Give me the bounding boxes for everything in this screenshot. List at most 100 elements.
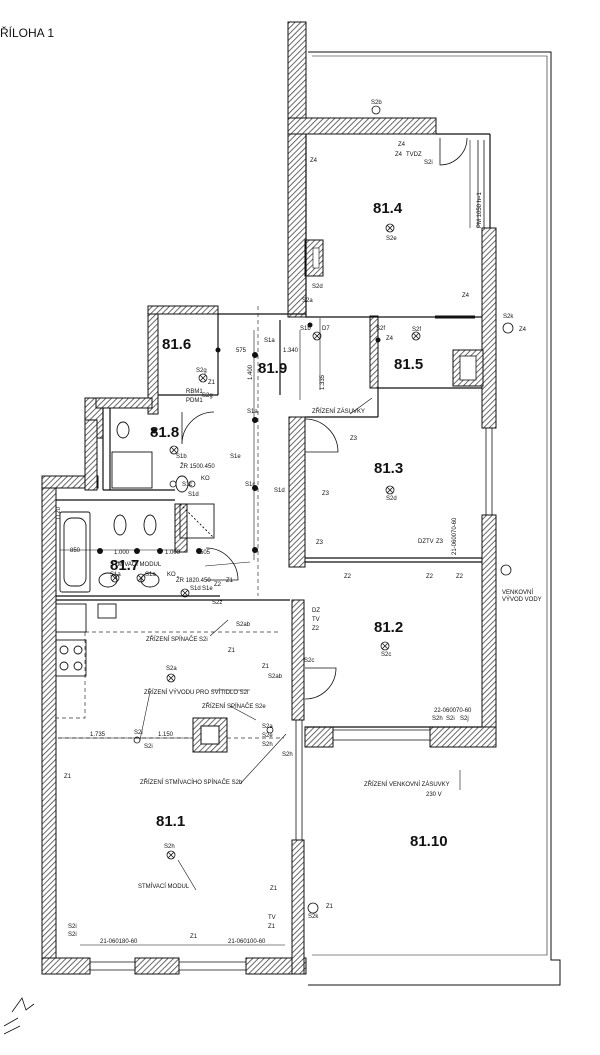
label: PDM1	[186, 398, 203, 404]
kitchen-counter	[55, 603, 117, 677]
label: Z1	[64, 774, 72, 780]
label: Z4	[310, 158, 318, 164]
label: VÝVOD VODY	[502, 596, 542, 603]
label: Z1	[268, 924, 276, 930]
room-8110: 81.10	[410, 833, 448, 850]
label: S2ab	[268, 674, 283, 680]
walls	[41, 21, 497, 975]
label: ŽR 1500.450	[180, 462, 215, 470]
label: RBM1	[186, 389, 203, 395]
label: KO	[201, 476, 210, 482]
label: S2c	[304, 658, 314, 664]
label: Z3	[316, 540, 324, 546]
label: S2k	[503, 314, 514, 320]
label: 21-060070-60	[452, 517, 458, 555]
label: S2g	[202, 393, 213, 399]
label: S2k	[308, 914, 319, 920]
label: S2b	[371, 100, 382, 106]
label: Z1	[208, 380, 216, 386]
label: 230 V	[426, 792, 442, 798]
label: 1.000	[165, 550, 181, 556]
label: KO	[167, 572, 176, 578]
room-814: 81.4	[373, 200, 403, 217]
label: DZTV	[418, 539, 434, 545]
label: S1e	[230, 454, 241, 460]
label: S2a	[166, 666, 177, 672]
room-815: 81.5	[394, 356, 423, 373]
label: S2ab	[236, 622, 251, 628]
room-811: 81.1	[156, 813, 185, 830]
label: Z2	[344, 574, 352, 580]
label: S1a	[247, 409, 258, 415]
label: Z1	[326, 904, 334, 910]
room-labels: 81.4 81.6 81.9 81.5 81.8 81.3 81.7 81.2 …	[110, 200, 448, 850]
label: S2i	[424, 160, 433, 166]
room-819: 81.9	[258, 360, 287, 377]
label: Z4	[462, 293, 470, 299]
room-812: 81.2	[374, 619, 403, 636]
label: Z2	[426, 574, 434, 580]
label: 22-060070-60	[434, 708, 472, 714]
label: Z3	[322, 491, 330, 497]
label: ZŘÍZENÍ VÝVODU PRO SVÍTIDLO S2i	[144, 688, 248, 696]
label: S2a	[302, 298, 313, 304]
label: Z1	[226, 578, 234, 584]
label: ZŘÍZENÍ STMÍVACÍHO SPÍNAČE S2h	[140, 778, 242, 786]
label: ZŘÍZENÍ ZÁSUVKY	[312, 407, 365, 415]
label: ZŘÍZENÍ SPÍNAČE S2i	[146, 635, 208, 643]
label: ZŘÍZENÍ SPÍNAČE S2e	[202, 702, 266, 710]
label: Z4	[398, 142, 406, 148]
label: 21-060100-60	[228, 939, 266, 945]
label: S1e	[202, 586, 213, 592]
label: S1b	[300, 326, 311, 332]
label: PM 1050 h=1	[477, 191, 483, 228]
label: S1a	[145, 572, 156, 578]
label: Z2	[312, 626, 320, 632]
windows	[90, 140, 493, 971]
label: 1.735	[90, 732, 106, 738]
label: STMÍVACÍ MODUL	[138, 883, 190, 890]
dimension-lines	[58, 140, 471, 946]
room-813: 81.3	[374, 460, 403, 477]
label: Z2	[456, 574, 464, 580]
label: S2i	[446, 716, 455, 722]
label: TVDZ	[406, 152, 422, 158]
label: 575	[236, 348, 247, 354]
label: 850	[70, 548, 81, 554]
label: D7	[322, 326, 330, 332]
label: 1.335	[320, 374, 326, 390]
terrace-outline	[308, 51, 561, 986]
switch-dots	[97, 322, 381, 554]
label: ŽR 1820.450	[176, 576, 211, 584]
label: 505	[200, 550, 211, 556]
label: Z4	[519, 327, 527, 333]
label: S2e	[386, 236, 397, 242]
label: Z1	[270, 886, 278, 892]
partitions	[56, 133, 491, 728]
label: S2h	[432, 716, 443, 722]
label: S1a	[110, 572, 121, 578]
label: STMÍVACÍ MODUL	[110, 561, 162, 568]
label: Z4	[395, 152, 403, 158]
label: 1.340	[283, 348, 299, 354]
label: S2e	[262, 733, 273, 739]
annotation-labels: S2b Z4 Z4 TVDZ S2i S2e PM 1050 h=1 Z4 Z4…	[56, 100, 542, 945]
label: Z4	[386, 336, 394, 342]
label: ZŘÍZENÍ VENKOVNÍ ZÁSUVKY	[364, 780, 450, 788]
label: Z1	[262, 664, 270, 670]
label: Z3	[436, 539, 444, 545]
label: DZ	[312, 608, 320, 614]
label: S2f	[412, 327, 421, 333]
label: S2h	[164, 844, 175, 850]
label: Z2	[214, 582, 222, 588]
room-816: 81.6	[162, 336, 191, 353]
label: S2h	[262, 742, 273, 748]
label: S2d	[386, 496, 397, 502]
label: S1d	[190, 586, 201, 592]
label: S2c	[381, 652, 391, 658]
label: 1.000	[114, 550, 130, 556]
label: S1a	[264, 338, 275, 344]
label: S2g	[196, 368, 207, 374]
sketch-mark	[3, 997, 35, 1035]
